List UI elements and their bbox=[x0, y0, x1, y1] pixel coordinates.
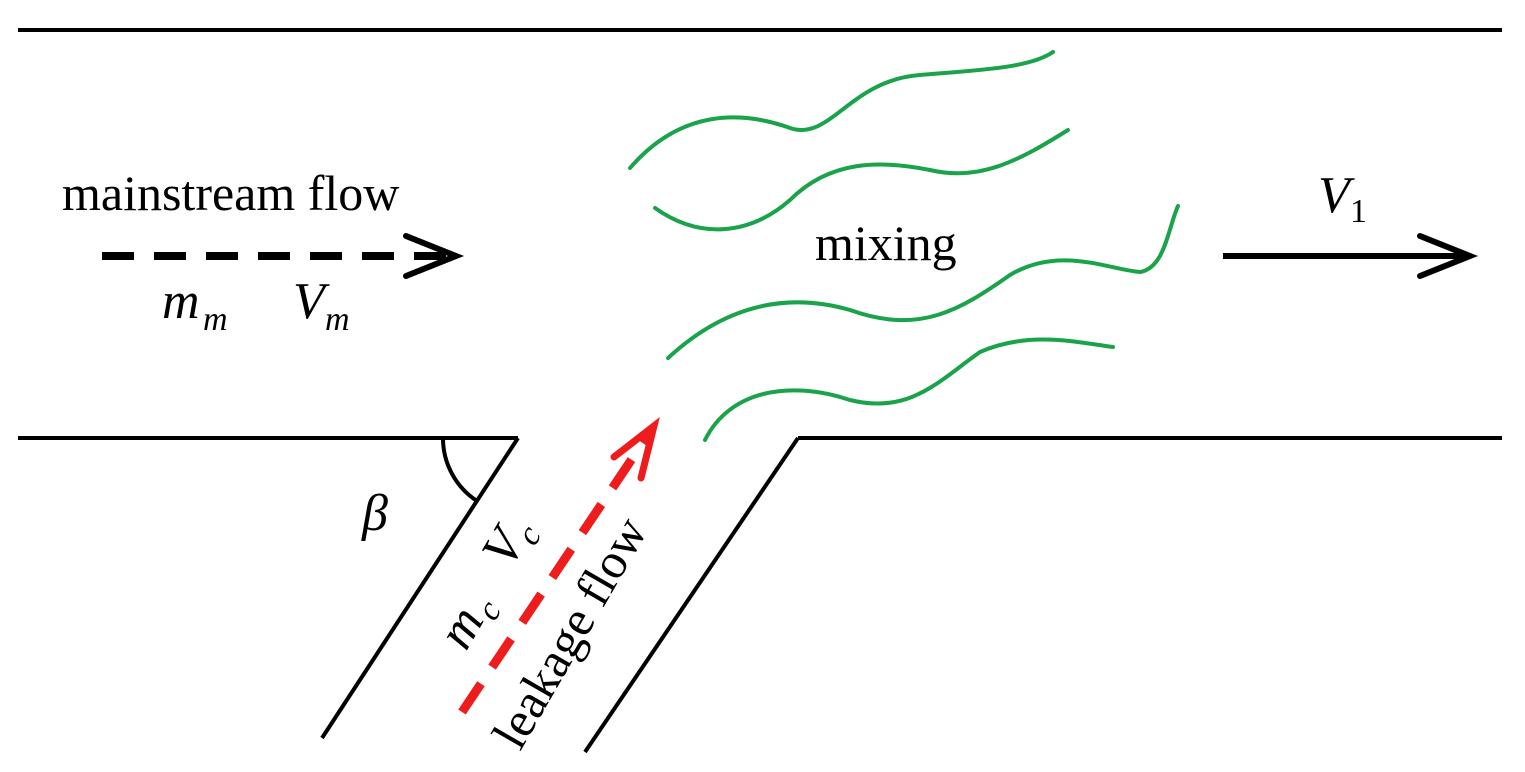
leakage-arrow-head bbox=[610, 417, 660, 482]
angle-beta-label: β bbox=[361, 485, 388, 542]
mixing-waves bbox=[628, 50, 1180, 442]
leakage-arrow bbox=[458, 417, 660, 715]
outlet-velocity-label: V 1 bbox=[1318, 167, 1367, 230]
mainstream-velocity-label: V m bbox=[293, 273, 350, 338]
mixing-wave-4 bbox=[703, 337, 1115, 442]
outlet-arrow bbox=[1223, 233, 1479, 279]
outlet-velocity-symbol: V bbox=[1318, 167, 1355, 224]
mainstream-arrow-head bbox=[403, 233, 465, 279]
mainstream-velocity-subscript: m bbox=[325, 301, 350, 338]
leakage-mass-flow-label: m c bbox=[427, 595, 509, 658]
mainstream-mass-subscript: m bbox=[203, 301, 228, 338]
outlet-arrow-head bbox=[1417, 233, 1479, 279]
angle-arc bbox=[440, 437, 479, 503]
mixing-label: mixing bbox=[815, 215, 957, 271]
mainstream-mass-symbol: m bbox=[162, 273, 200, 330]
mixing-wave-2 bbox=[653, 128, 1070, 232]
leakage-velocity-symbol: V bbox=[471, 515, 539, 576]
slot-wall-right bbox=[583, 436, 800, 754]
mixing-wave-1 bbox=[628, 50, 1055, 170]
outlet-velocity-subscript: 1 bbox=[1350, 193, 1367, 230]
mainstream-mass-flow-label: m m bbox=[162, 273, 228, 338]
leakage-arrow-shaft bbox=[458, 429, 654, 715]
slot-wall-left bbox=[320, 436, 520, 740]
leakage-velocity-label: V c bbox=[471, 515, 549, 576]
mainstream-velocity-symbol: V bbox=[293, 273, 330, 330]
mixing-wave-3 bbox=[666, 204, 1180, 360]
mainstream-flow-label: mainstream flow bbox=[62, 165, 399, 221]
mainstream-arrow bbox=[102, 233, 465, 279]
